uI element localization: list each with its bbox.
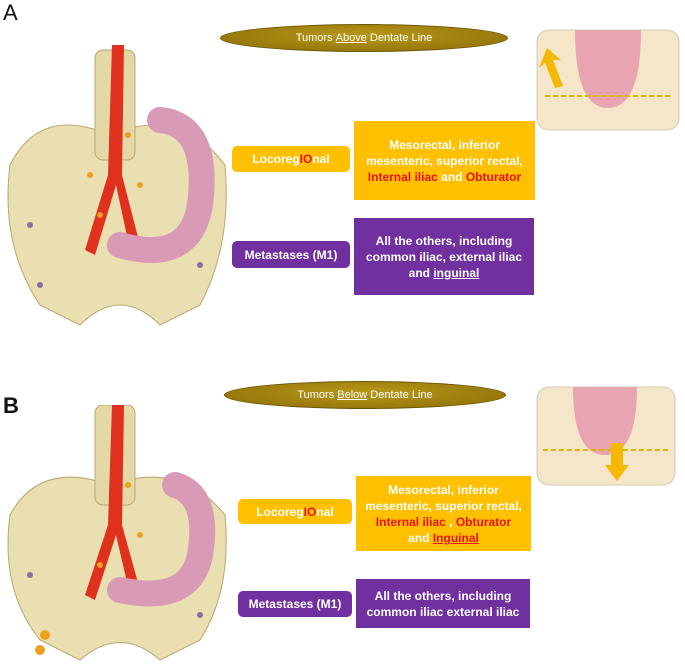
- obturator: Obturator: [455, 514, 512, 529]
- header-text: Tumors: [297, 389, 335, 401]
- nodes-line: common iliac external iliac: [366, 604, 520, 619]
- panel-letter-b: B: [3, 393, 19, 418]
- nodes-connector: ,: [445, 514, 456, 529]
- obturator: Obturator: [465, 169, 522, 184]
- inguinal: Inguinal: [432, 530, 479, 545]
- metastases-label-b: Metastases (M1): [238, 591, 352, 617]
- header-key-word: Below: [337, 389, 368, 401]
- header-key-word: Above: [335, 32, 367, 44]
- pelvis-illustration-a: [7, 45, 227, 326]
- metastases-label-a: Metastases (M1): [232, 241, 350, 268]
- header-below-dentate-line: Tumors Below Dentate Line: [224, 381, 506, 409]
- nodes-line: mesenteric, superior rectal,: [365, 498, 522, 513]
- internal-iliac: Internal iliac: [375, 514, 446, 529]
- header-text: Dentate Line: [369, 32, 433, 44]
- metastases-nodes-a: All the others, including common iliac, …: [354, 218, 534, 295]
- internal-iliac: Internal iliac: [367, 169, 438, 184]
- nodes-line: Mesorectal, inferior: [389, 137, 500, 152]
- locoregional-nodes-a: Mesorectal, inferior mesenteric, superio…: [354, 121, 535, 200]
- header-text: Dentate Line: [370, 389, 433, 401]
- panel-letter-a: A: [3, 0, 18, 25]
- arrow-down-icon: [605, 443, 629, 481]
- label-text: Locoreg: [256, 504, 304, 519]
- nodes-connector: and: [408, 265, 434, 280]
- nodes-line: All the others, including: [375, 233, 513, 248]
- nodes-line: Mesorectal, inferior: [388, 482, 499, 497]
- label-highlight: IO: [299, 152, 313, 166]
- pelvis-illustration-b: [7, 405, 227, 661]
- label-text: nal: [312, 152, 330, 166]
- metastases-nodes-b: All the others, including common iliac e…: [356, 579, 530, 628]
- nodes-connector: and: [408, 530, 433, 545]
- label-text: nal: [316, 504, 334, 519]
- nodes-line: All the others, including: [374, 588, 512, 603]
- locoregional-nodes-b: Mesorectal, inferior mesenteric, superio…: [356, 476, 531, 551]
- rectum-inset-b: [536, 386, 676, 486]
- nodes-line: common iliac, external iliac: [365, 249, 523, 264]
- label-highlight: IO: [303, 504, 317, 519]
- arrow-up-icon: [539, 48, 563, 88]
- header-above-dentate-line: Tumors Above Dentate Line: [220, 24, 508, 52]
- nodes-line: mesenteric, superior rectal,: [366, 153, 523, 168]
- rectum-inset-a: [536, 29, 680, 131]
- nodes-connector: and: [437, 169, 466, 184]
- label-text: Locoreg: [252, 152, 300, 166]
- header-text: Tumors: [295, 32, 333, 44]
- inguinal: inguinal: [433, 265, 480, 280]
